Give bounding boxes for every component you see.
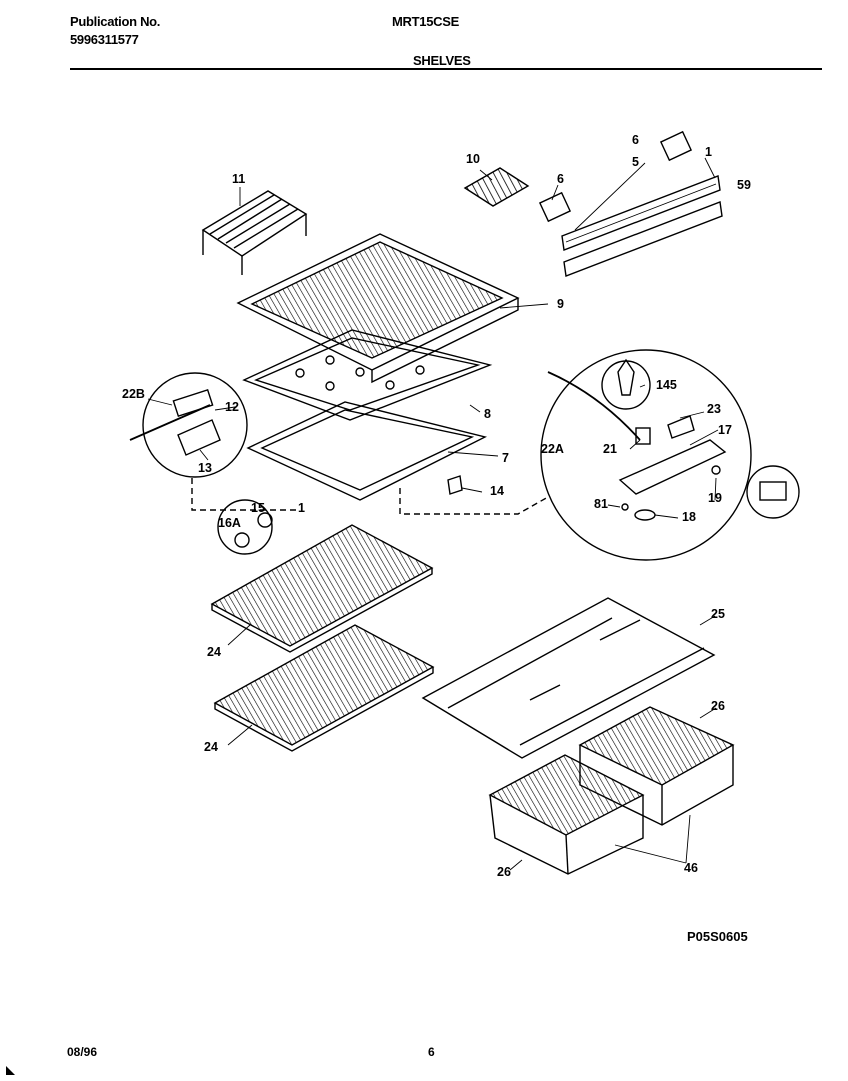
callout-10: 10 bbox=[466, 152, 480, 166]
callout-24-lower: 24 bbox=[204, 740, 218, 754]
diagram-code: P05S0605 bbox=[687, 929, 748, 944]
callout-81: 81 bbox=[594, 497, 608, 511]
publication-number: 5996311577 bbox=[70, 32, 139, 47]
part-1-trim bbox=[563, 201, 723, 277]
callout-6-upper: 6 bbox=[632, 133, 639, 147]
callout-46: 46 bbox=[684, 861, 698, 875]
callout-5: 5 bbox=[632, 155, 639, 169]
part-9-top-shelf bbox=[236, 233, 520, 384]
footer-page-number: 6 bbox=[428, 1045, 435, 1059]
callout-1: 1 bbox=[705, 145, 712, 159]
callout-24-upper: 24 bbox=[207, 645, 221, 659]
callout-26-right: 26 bbox=[711, 699, 725, 713]
callout-6: 6 bbox=[557, 172, 564, 186]
part-5-rail bbox=[561, 175, 721, 251]
section-title: SHELVES bbox=[413, 53, 471, 68]
header-rule bbox=[70, 68, 822, 70]
part-14-plug bbox=[447, 475, 463, 495]
callout-13: 13 bbox=[198, 461, 212, 475]
part-8-shelf-frame bbox=[242, 329, 493, 421]
callout-15: 15 bbox=[251, 501, 265, 515]
callout-17: 17 bbox=[718, 423, 732, 437]
detail-circle-right bbox=[540, 349, 752, 561]
part-11-wire-rack bbox=[201, 190, 308, 275]
part-6-clip bbox=[538, 191, 572, 223]
callout-22A: 22A bbox=[541, 442, 564, 456]
part-10-bracket-set bbox=[463, 167, 530, 207]
callout-59: 59 bbox=[737, 178, 751, 192]
callout-1-lower: 1 bbox=[298, 501, 305, 515]
detail-circle-left bbox=[129, 372, 248, 478]
dashed-leaders bbox=[191, 478, 549, 515]
part-26-crisper-left bbox=[488, 754, 645, 875]
callout-16A: 16A bbox=[218, 516, 241, 530]
publication-label: Publication No. bbox=[70, 14, 161, 29]
callout-19: 19 bbox=[708, 491, 722, 505]
part-7-tray bbox=[246, 401, 487, 501]
callout-12: 12 bbox=[225, 400, 239, 414]
detail-circle-small bbox=[217, 499, 273, 555]
callout-8: 8 bbox=[484, 407, 491, 421]
part-24-wire-shelf-lower bbox=[213, 624, 435, 752]
callout-145: 145 bbox=[656, 378, 677, 392]
callout-9: 9 bbox=[557, 297, 564, 311]
callout-7: 7 bbox=[502, 451, 509, 465]
callout-18: 18 bbox=[682, 510, 696, 524]
callout-22B: 22B bbox=[122, 387, 145, 401]
callout-26-left: 26 bbox=[497, 865, 511, 879]
callout-21: 21 bbox=[603, 442, 617, 456]
model-number: MRT15CSE bbox=[392, 14, 459, 29]
callout-11: 11 bbox=[232, 172, 245, 186]
callout-25: 25 bbox=[711, 607, 725, 621]
part-24-wire-shelf-upper bbox=[210, 524, 434, 653]
corner-mark bbox=[6, 1066, 15, 1075]
footer-date: 08/96 bbox=[67, 1045, 98, 1059]
part-25-crisper-cover bbox=[421, 597, 716, 759]
callout-23: 23 bbox=[707, 402, 721, 416]
detail-circle-switch bbox=[746, 465, 800, 519]
part-6-clip-upper bbox=[659, 130, 693, 162]
callout-14: 14 bbox=[490, 484, 504, 498]
